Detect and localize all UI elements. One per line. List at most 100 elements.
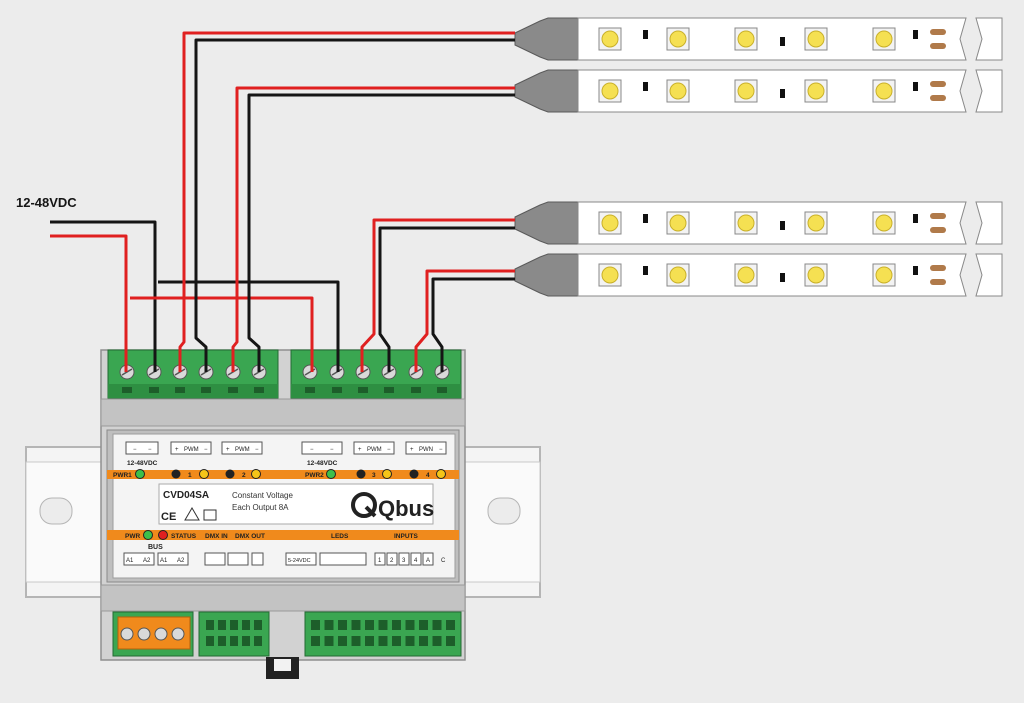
label-input-2: 2 <box>390 558 394 564</box>
label-box-input-2 <box>386 552 398 566</box>
smd-led-lens <box>737 30 755 48</box>
solder-pad <box>930 43 946 49</box>
label-plus-3: + <box>358 447 362 453</box>
label-bus-a2-2: A2 <box>177 558 185 564</box>
label-box-pwm-4 <box>405 441 447 455</box>
led-strips <box>514 17 1003 297</box>
smd-led-lens <box>669 82 687 100</box>
smd-led-lens <box>807 82 825 100</box>
resistor <box>780 221 785 230</box>
input-pin <box>392 620 401 630</box>
input-pin <box>378 636 388 646</box>
label-box-pwm-2 <box>221 441 263 455</box>
resistor <box>780 273 785 282</box>
ch3-positive-wire <box>360 218 515 372</box>
resistor <box>913 214 918 223</box>
input-pin <box>378 620 388 630</box>
input-pin <box>446 636 455 646</box>
label-bus: BUS <box>148 544 163 551</box>
label-pwn-4: PWN <box>419 447 433 453</box>
label-pwr: PWR <box>125 533 140 540</box>
bus-screw-icon[interactable] <box>154 627 168 641</box>
label-ch3: 3 <box>372 472 376 479</box>
strip-connector <box>514 253 579 297</box>
bus-screw-icon[interactable] <box>120 627 134 641</box>
label-bus-a1-2: A1 <box>160 558 168 564</box>
smd-led-lens <box>875 214 893 232</box>
strip-connector <box>514 17 579 61</box>
ce-mark: CE <box>161 511 176 523</box>
ch4-positive-wire <box>414 269 515 372</box>
terminal-release-slot <box>305 387 315 393</box>
label-dmx-in: DMX IN <box>205 533 228 540</box>
dmx-pin <box>206 620 214 630</box>
led-strip-end <box>975 17 1003 61</box>
qbus-logo-icon <box>351 492 377 518</box>
bridge-positive-wire <box>130 296 314 372</box>
bus-screw-icon[interactable] <box>171 627 185 641</box>
solder-pad <box>930 95 946 101</box>
smd-led-lens <box>669 266 687 284</box>
description-line-1: Constant Voltage <box>232 491 293 500</box>
resistor <box>780 89 785 98</box>
inputs-terminal-block <box>304 611 462 657</box>
input-pin <box>311 620 320 630</box>
smd-led-lens <box>737 214 755 232</box>
dmx-pin <box>242 636 250 646</box>
bus-screw-icon[interactable] <box>137 627 151 641</box>
smd-led-lens <box>807 214 825 232</box>
label-led-supply: 5-24VDC <box>288 558 311 564</box>
pwr2-led <box>326 469 336 479</box>
input-pin <box>405 636 415 646</box>
label-box-input-3 <box>398 552 410 566</box>
label-pwr2: PWR2 <box>305 472 324 479</box>
smd-led-lens <box>737 82 755 100</box>
label-pwm-1: PWM <box>184 447 199 453</box>
label-bus-a2-1: A2 <box>143 558 151 564</box>
qbus-logo-tail-icon <box>364 505 377 518</box>
input-pin <box>351 620 361 630</box>
smd-led-lens <box>875 82 893 100</box>
label-ch2: 2 <box>242 472 246 479</box>
ch1-led <box>199 469 209 479</box>
ch3-button[interactable] <box>356 469 366 479</box>
input-pin <box>446 620 455 630</box>
label-pwm-3: PWM <box>367 447 382 453</box>
smd-led-lens <box>875 30 893 48</box>
label-box-pwm-1 <box>170 441 212 455</box>
label-bus-a1-1: A1 <box>126 558 134 564</box>
ch2-led <box>251 469 261 479</box>
supply-voltage-label: 12-48VDC <box>16 195 77 210</box>
smd-led-lens <box>807 30 825 48</box>
label-pwr1: PWR1 <box>113 472 132 479</box>
ch2-negative-wire <box>247 93 515 372</box>
resistor <box>913 266 918 275</box>
label-box-dmx-in <box>204 552 226 566</box>
resistor <box>643 82 648 91</box>
ch1-button[interactable] <box>171 469 181 479</box>
strip-connector <box>514 69 579 113</box>
input-pin <box>311 636 320 646</box>
label-plus-2: + <box>226 447 230 453</box>
terminal-release-slot <box>122 387 132 393</box>
ch4-led <box>436 469 446 479</box>
status-led <box>158 530 168 540</box>
smd-led-lens <box>875 266 893 284</box>
model-name: CVD04SA <box>163 490 209 501</box>
label-box-dmx-gnd <box>251 552 264 566</box>
label-minus-pwm-3: − <box>387 447 391 453</box>
input-pin <box>432 620 442 630</box>
smd-led-lens <box>669 30 687 48</box>
smd-led-lens <box>807 266 825 284</box>
led-strip <box>577 69 967 113</box>
smd-led-lens <box>601 82 619 100</box>
wires <box>50 31 515 372</box>
ch2-button[interactable] <box>225 469 235 479</box>
terminal-release-slot <box>228 387 238 393</box>
ch4-button[interactable] <box>409 469 419 479</box>
label-box-pwm-3 <box>353 441 395 455</box>
terminal-release-slot <box>358 387 368 393</box>
label-box-bus-2 <box>157 552 189 566</box>
terminal-release-slot <box>411 387 421 393</box>
strip-connector <box>514 201 579 245</box>
